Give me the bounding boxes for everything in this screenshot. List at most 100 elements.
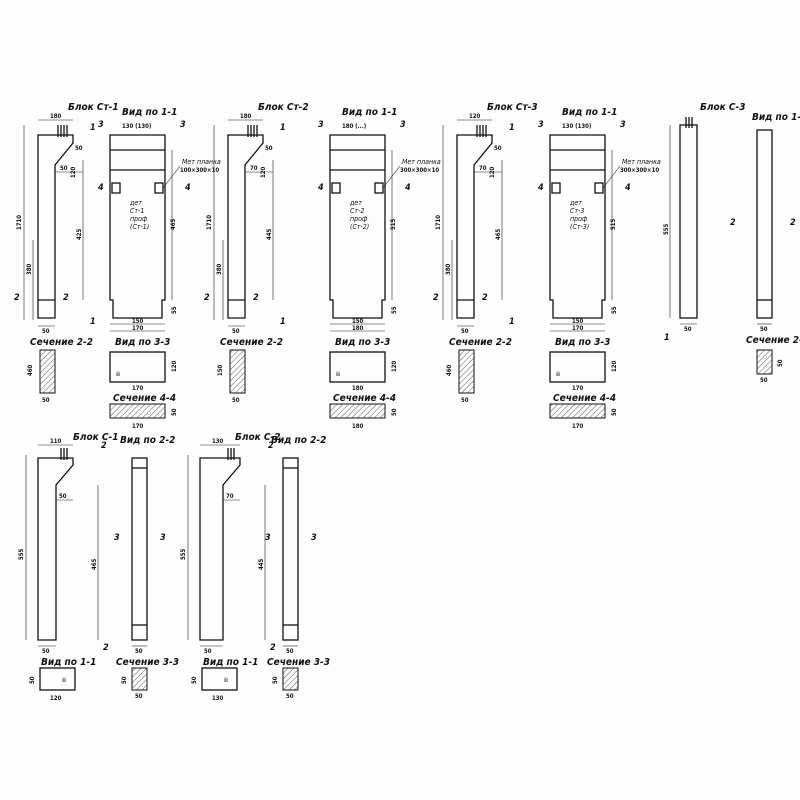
plate-size: 300×300×10 (620, 167, 659, 174)
dim-low: 380 (445, 263, 452, 275)
plate-size: 100×300×10 (180, 167, 219, 174)
section-marker: 4 (318, 183, 324, 193)
dim-view33-h: 120 (391, 360, 398, 372)
view-title: Вид по 2-2 (120, 435, 175, 446)
view-title: Вид по 1-1 (562, 107, 617, 118)
side-profile (227, 134, 264, 319)
dim-right: 465 (495, 228, 502, 240)
section-marker: 2 (204, 293, 210, 303)
detail-note: проф (570, 215, 588, 223)
section-marker: 3 (180, 120, 186, 130)
dim-top: 180 (240, 113, 252, 120)
section-marker: 3 (318, 120, 324, 130)
dim-height: 1710 (16, 215, 23, 230)
section-marker: 2 (790, 218, 796, 228)
section-title: Сечение 2-2 (30, 337, 93, 348)
side-profile (37, 134, 74, 319)
metal-plate (551, 182, 561, 194)
dim-sec-w: 50 (232, 397, 240, 404)
section-marker: 2 (433, 293, 439, 303)
dim-height: 1710 (435, 215, 442, 230)
dim-bottom: 50 (204, 648, 212, 655)
dim-view33-w: 180 (352, 385, 364, 392)
dim-notch: 55 (611, 306, 618, 314)
anchor-dots-icon: ⁞⁞ (224, 677, 228, 684)
detail-note: Ст-3 (570, 207, 584, 215)
section-title: Сечение 2-2 (220, 337, 283, 348)
section-marker: 2 (103, 643, 109, 653)
section-marker: 3 (160, 533, 166, 543)
dim-slant-a: 50 (265, 145, 273, 152)
dim-bottom-1: 150 (572, 318, 584, 325)
anchor-dots-icon: ⁞⁞ (62, 677, 66, 684)
section-marker: 2 (14, 293, 20, 303)
dim-bottom-1: 150 (352, 318, 364, 325)
dim-view11-w: 120 (50, 695, 62, 702)
dim-height: 555 (663, 223, 670, 235)
dim-sec-h: 50 (121, 676, 128, 684)
detail-note: Ст-2 (350, 207, 364, 215)
dim-view-right: 465 (170, 218, 177, 230)
dim-view11-w: 130 (212, 695, 224, 702)
dim-bottom: 50 (684, 326, 692, 333)
dim-sec-h: 150 (217, 364, 224, 376)
section-marker: 1 (90, 317, 96, 327)
dimension-line (382, 165, 401, 189)
dim-sec-h: 460 (27, 364, 34, 376)
dim-sec44-h: 50 (391, 408, 398, 416)
dim-slant: 50 (59, 493, 67, 500)
dim-sec44-w: 180 (352, 423, 364, 430)
section-hatch (229, 349, 246, 394)
block-title: Блок С-1 (73, 432, 118, 443)
section-title: Сечение 4-4 (553, 393, 616, 404)
section-marker: 1 (664, 333, 670, 343)
dim-bottom: 50 (42, 328, 50, 335)
section-marker: 2 (482, 293, 488, 303)
dim-sec44-h: 50 (171, 408, 178, 416)
detail-note: (Ст-1) (130, 223, 149, 231)
metal-plate (111, 182, 121, 194)
dim-bottom-2: 170 (132, 325, 144, 332)
dim-view33-h: 120 (171, 360, 178, 372)
anchor-dots-icon: ⁞⁞ (336, 371, 340, 378)
dim-right: 425 (76, 228, 83, 240)
section-marker: 2 (268, 441, 274, 451)
section-marker: 3 (311, 533, 317, 543)
detail-note: дет (349, 199, 362, 207)
block-title: Блок С-2 (235, 432, 280, 443)
dim-sec-w: 50 (461, 397, 469, 404)
dimension-line (162, 165, 181, 189)
front-view (549, 134, 606, 319)
dim-right: 465 (91, 558, 98, 570)
block-title: Блок Ст-2 (258, 102, 309, 113)
plate-label: Мет планка (402, 158, 441, 166)
detail-note: проф (130, 215, 148, 223)
front-view (329, 134, 386, 319)
side-profile (199, 457, 241, 641)
dim-view-top: 180 (...) (342, 123, 366, 130)
dim-notch: 55 (171, 306, 178, 314)
dim-low: 380 (26, 263, 33, 275)
section-title: Сечение 3-3 (267, 657, 330, 668)
section-marker: 4 (625, 183, 631, 193)
view-title: Вид по 1-1 (342, 107, 397, 118)
section-marker: 3 (620, 120, 626, 130)
detail-note: (Ст-2) (350, 223, 369, 231)
metal-plate (154, 182, 164, 194)
view-title: Вид по 2-2 (271, 435, 326, 446)
section-marker: 3 (98, 120, 104, 130)
front-view (756, 129, 773, 319)
view-title: Вид по 1-1 (203, 657, 258, 668)
dim-bottom-2: 170 (572, 325, 584, 332)
detail-note: дет (569, 199, 582, 207)
dim-sec-h: 460 (446, 364, 453, 376)
section-marker: 2 (730, 218, 736, 228)
dim-view33-w: 170 (572, 385, 584, 392)
dim-slant-a: 50 (494, 145, 502, 152)
anchor-dots-icon: ⁞⁞ (556, 371, 560, 378)
section-marker: 2 (253, 293, 259, 303)
view-title: Вид по 3-3 (555, 337, 610, 348)
dim-sec-w: 50 (42, 397, 50, 404)
